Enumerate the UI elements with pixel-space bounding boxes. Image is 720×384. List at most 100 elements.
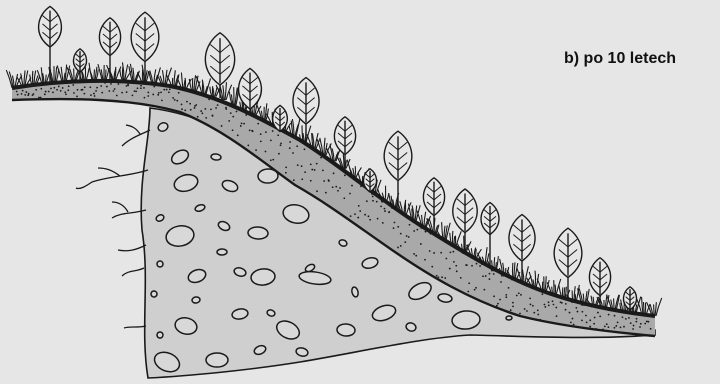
- topsoil-dot: [449, 268, 451, 270]
- topsoil-dot: [144, 97, 146, 99]
- grass-blade: [306, 126, 311, 143]
- topsoil-dot: [132, 94, 134, 96]
- topsoil-dot: [474, 289, 476, 291]
- topsoil-dot: [58, 86, 60, 88]
- topsoil-dot: [452, 251, 454, 253]
- stone-icon: [258, 169, 278, 184]
- topsoil-dot: [384, 210, 386, 212]
- stone-icon: [248, 226, 269, 239]
- topsoil-dot: [639, 326, 641, 328]
- topsoil-dot: [445, 258, 447, 260]
- topsoil-dot: [161, 99, 163, 101]
- topsoil-dot: [96, 87, 98, 89]
- topsoil-dot: [544, 304, 546, 306]
- topsoil-dot: [537, 309, 539, 311]
- grass-blade: [355, 166, 356, 177]
- grass-blade: [555, 285, 556, 296]
- topsoil-dot: [204, 108, 206, 110]
- topsoil-dot: [650, 328, 652, 330]
- topsoil-dot: [518, 292, 520, 294]
- topsoil-dot: [366, 200, 368, 202]
- topsoil-dot: [95, 90, 97, 92]
- topsoil-dot: [382, 222, 384, 224]
- stone-icon: [157, 261, 164, 268]
- topsoil-dot: [467, 291, 469, 293]
- topsoil-dot: [565, 303, 567, 305]
- topsoil-dot: [108, 90, 110, 92]
- topsoil-dot: [230, 112, 232, 114]
- topsoil-dot: [368, 215, 370, 217]
- topsoil-dot: [530, 304, 532, 306]
- topsoil-dot: [52, 91, 54, 93]
- grass-blade: [545, 276, 546, 291]
- topsoil-dot: [17, 94, 19, 96]
- topsoil-dot: [169, 88, 171, 90]
- topsoil-dot: [194, 107, 196, 109]
- topsoil-dot: [44, 93, 46, 95]
- topsoil-dot: [364, 214, 366, 216]
- topsoil-dot: [541, 293, 543, 295]
- grass-tuft-icon: [647, 298, 662, 316]
- root-icon: [122, 125, 150, 146]
- topsoil-dot: [140, 85, 142, 87]
- topsoil-dot: [512, 302, 514, 304]
- topsoil-dot: [489, 278, 491, 280]
- grass-blade: [535, 271, 536, 288]
- topsoil-dot: [126, 91, 128, 93]
- topsoil-dot: [301, 165, 303, 167]
- topsoil-dot: [251, 130, 253, 132]
- grass-blade: [192, 78, 193, 92]
- topsoil-dot: [497, 303, 499, 305]
- topsoil-dot: [270, 159, 272, 161]
- topsoil-dot: [325, 192, 327, 194]
- topsoil-dot: [143, 87, 145, 89]
- topsoil-dot: [349, 193, 351, 195]
- topsoil-dot: [632, 328, 634, 330]
- topsoil-dot: [431, 266, 433, 268]
- topsoil-dot: [178, 92, 180, 94]
- topsoil-dot: [394, 222, 396, 224]
- topsoil-dot: [181, 103, 183, 105]
- topsoil-dot: [441, 276, 443, 278]
- roots-group: [76, 125, 150, 328]
- topsoil-dot: [633, 325, 635, 327]
- topsoil-dot: [33, 93, 35, 95]
- topsoil-dot: [524, 308, 526, 310]
- topsoil-dot: [393, 227, 395, 229]
- topsoil-dot: [646, 321, 648, 323]
- topsoil-dot: [293, 179, 295, 181]
- topsoil-dot: [126, 85, 128, 87]
- topsoil-dot: [158, 92, 160, 94]
- topsoil-dot: [232, 116, 234, 118]
- topsoil-dot: [217, 104, 219, 106]
- topsoil-dot: [573, 324, 575, 326]
- grass-blade: [456, 231, 461, 246]
- topsoil-dot: [485, 275, 487, 277]
- topsoil-dot: [337, 190, 339, 192]
- stone-icon: [337, 323, 356, 336]
- topsoil-dot: [581, 311, 583, 313]
- topsoil-dot: [537, 314, 539, 316]
- topsoil-dot: [489, 273, 491, 275]
- topsoil-dot: [110, 83, 112, 85]
- topsoil-dot: [465, 264, 467, 266]
- topsoil-dot: [608, 314, 610, 316]
- topsoil-dot: [614, 327, 616, 329]
- topsoil-dot: [575, 307, 577, 309]
- topsoil-dot: [310, 164, 312, 166]
- topsoil-dot: [114, 88, 116, 90]
- topsoil-dot: [100, 85, 102, 87]
- grass-tuft-icon: [450, 231, 462, 246]
- topsoil-dot: [505, 296, 507, 298]
- topsoil-dot: [644, 323, 646, 325]
- topsoil-dot: [28, 93, 30, 95]
- topsoil-dot: [147, 92, 149, 94]
- topsoil-dot: [388, 211, 390, 213]
- topsoil-dot: [134, 90, 136, 92]
- topsoil-dot: [241, 123, 243, 125]
- topsoil-dot: [532, 305, 534, 307]
- topsoil-dot: [561, 302, 563, 304]
- grass-blade: [212, 86, 213, 96]
- topsoil-dot: [243, 123, 245, 125]
